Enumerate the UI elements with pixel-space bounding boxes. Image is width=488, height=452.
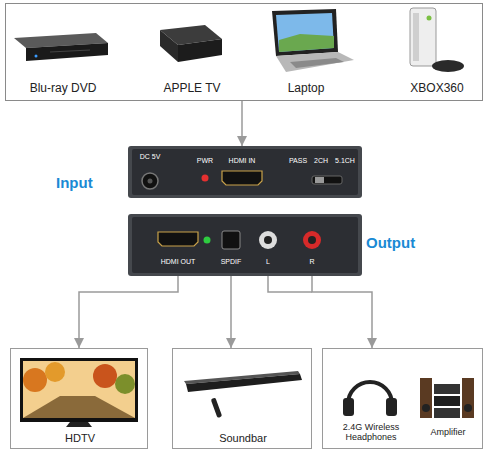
hdtv-picture — [23, 396, 135, 418]
device-label: XBOX360 — [410, 82, 463, 96]
input-panel — [128, 146, 362, 198]
signal-connector — [241, 101, 243, 146]
hdtv-picture — [20, 358, 138, 422]
signal-connector — [312, 276, 372, 348]
port-label: HDMI OUT — [161, 258, 196, 266]
headphones-picture — [343, 398, 354, 416]
soundbar-picture — [211, 398, 223, 419]
hdtv-picture — [66, 422, 92, 427]
output-panel: HDMI OUT SPDIF L R — [128, 214, 362, 276]
input-panel — [132, 149, 358, 195]
soundbar-picture — [186, 374, 302, 392]
input-panel: DC 5V PWR HDMI IN PASS 2CH 5.1CH — [128, 146, 362, 198]
output-panel — [222, 231, 240, 249]
output-panel — [308, 236, 316, 244]
apple-tv-box — [178, 39, 222, 62]
input-panel — [148, 179, 153, 184]
device-label: Blu-ray DVD — [30, 82, 97, 96]
hdtv-picture — [23, 361, 135, 418]
audio-wire — [268, 276, 312, 292]
port-label: L — [266, 258, 270, 266]
input-panel — [142, 173, 158, 189]
headphones-picture — [348, 382, 392, 404]
device-label: Soundbar — [219, 432, 267, 445]
output-panel — [264, 236, 272, 244]
input-panel — [312, 176, 342, 184]
amplifier-picture — [462, 378, 474, 418]
hdtv-picture — [20, 358, 138, 427]
blu-ray-player — [50, 50, 90, 52]
device-label: HDTV — [65, 432, 95, 445]
input-panel — [315, 177, 324, 183]
output-panel — [303, 231, 321, 249]
output-panel — [259, 231, 277, 249]
amplifier-picture — [434, 408, 460, 418]
port-label: DC 5V — [140, 153, 161, 161]
device-label: Amplifier — [430, 427, 465, 437]
xbox360-console — [410, 8, 464, 72]
hdtv-picture — [115, 374, 135, 394]
output-panel — [128, 214, 362, 276]
port-label: HDMI IN — [229, 157, 256, 165]
port-label: PASS — [289, 157, 307, 165]
headphones-picture — [386, 398, 397, 416]
headphones-picture — [343, 382, 397, 416]
xbox360-console — [427, 16, 432, 21]
xbox360-console — [410, 8, 436, 66]
amplifier-picture — [422, 404, 430, 412]
hdtv-picture — [23, 368, 47, 392]
input-panel — [202, 175, 209, 182]
input-panel — [128, 146, 362, 198]
amplifier-picture — [420, 378, 474, 418]
device-box: 2.4G Wireless Headphones Amplifier — [322, 348, 483, 449]
amplifier-picture — [464, 404, 472, 412]
laptop — [276, 52, 354, 72]
port-label: PWR — [197, 157, 213, 165]
input-panel — [222, 171, 262, 185]
port-label: 2CH — [314, 157, 328, 165]
section-label: Output — [366, 234, 415, 251]
xbox360-console — [432, 60, 464, 72]
audio-wire — [268, 276, 312, 292]
hdtv-picture — [45, 362, 65, 382]
amplifier-picture — [434, 396, 460, 406]
device-label: APPLE TV — [163, 82, 220, 96]
output-panel — [128, 214, 362, 276]
device-box: HDTV — [10, 348, 148, 449]
device-box: Blu-ray DVD APPLE TV Laptop XBOX360 — [5, 3, 483, 101]
output-panel — [132, 217, 358, 273]
output-panel — [158, 232, 198, 246]
hdtv-picture — [93, 364, 117, 388]
soundbar-picture — [184, 371, 302, 418]
signal-connector — [230, 276, 232, 348]
port-label: R — [309, 258, 314, 266]
device-box: Soundbar — [172, 348, 312, 449]
section-label: Input — [56, 174, 93, 191]
laptop — [272, 9, 338, 56]
apple-tv-box — [160, 30, 178, 62]
laptop — [276, 13, 334, 52]
laptop — [279, 34, 334, 52]
port-label: 5.1CH — [335, 157, 355, 165]
blu-ray-player — [26, 43, 108, 61]
port-label: SPDIF — [221, 258, 242, 266]
blu-ray-player — [35, 55, 38, 58]
output-panel — [204, 237, 211, 244]
apple-tv-box — [160, 25, 222, 62]
amplifier-picture — [434, 384, 460, 394]
blu-ray-player — [14, 33, 108, 61]
amplifier-picture — [420, 378, 432, 418]
laptop — [272, 9, 354, 72]
xbox360-console — [413, 13, 419, 61]
device-label: 2.4G Wireless Headphones — [336, 422, 406, 443]
laptop — [290, 58, 344, 68]
signal-connector — [79, 276, 178, 348]
device-label: Laptop — [288, 82, 325, 96]
